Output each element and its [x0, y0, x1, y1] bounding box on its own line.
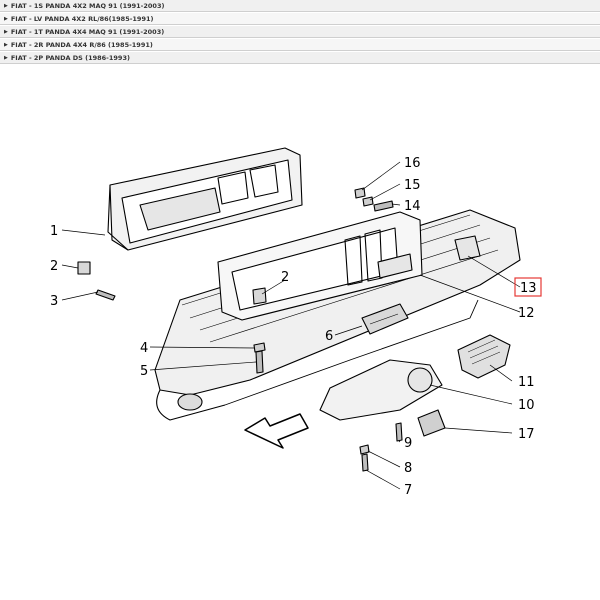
air-vent: [457, 334, 511, 379]
expand-arrow-icon: ▶: [4, 28, 8, 35]
callout-1[interactable]: 1: [50, 224, 58, 239]
model-row[interactable]: ▶ FIAT - LV PANDA 4X2 RL/86(1985-1991): [0, 13, 600, 25]
callout-17[interactable]: 17: [518, 427, 535, 442]
model-list: ▶ FIAT - 1S PANDA 4X2 MAQ 91 (1991-2003)…: [0, 0, 600, 65]
clip-2-left: [77, 261, 91, 275]
clip-part: [454, 235, 481, 261]
model-row[interactable]: ▶ FIAT - 2R PANDA 4X4 R/86 (1985-1991): [0, 39, 600, 51]
callout-12[interactable]: 12: [518, 306, 535, 321]
callout-11[interactable]: 11: [518, 375, 535, 390]
screw-7: [361, 453, 369, 472]
clip-2-center: [252, 287, 267, 305]
screw-16: [354, 187, 366, 199]
callout-2-center[interactable]: 2: [281, 270, 289, 285]
small-cap: [417, 409, 446, 437]
expand-arrow-icon: ▶: [4, 15, 8, 22]
air-duct: [319, 359, 443, 421]
callout-10[interactable]: 10: [518, 398, 535, 413]
callout-6[interactable]: 6: [325, 329, 333, 344]
expand-arrow-icon: ▶: [4, 2, 8, 9]
direction-arrow: [244, 413, 309, 449]
callout-8[interactable]: 8: [404, 461, 412, 476]
screw-9: [395, 422, 403, 442]
instrument-housing: [217, 211, 423, 321]
model-row[interactable]: ▶ FIAT - 2P PANDA DS (1986-1993): [0, 52, 600, 64]
washer-8: [359, 444, 370, 455]
expand-arrow-icon: ▶: [4, 41, 8, 48]
model-label: FIAT - LV PANDA 4X2 RL/86(1985-1991): [10, 14, 154, 23]
model-row[interactable]: ▶ FIAT - 1S PANDA 4X2 MAQ 91 (1991-2003): [0, 0, 600, 12]
model-row[interactable]: ▶ FIAT - 1T PANDA 4X4 MAQ 91 (1991-2003): [0, 26, 600, 38]
screw-5: [255, 350, 264, 374]
expand-arrow-icon: ▶: [4, 54, 8, 61]
callout-4[interactable]: 4: [140, 341, 148, 356]
washer-15: [362, 196, 374, 207]
callout-9[interactable]: 9: [404, 436, 412, 451]
callout-16[interactable]: 16: [404, 156, 421, 171]
model-label: FIAT - 2P PANDA DS (1986-1993): [10, 53, 130, 62]
connector-block: [361, 303, 409, 335]
model-label: FIAT - 1T PANDA 4X4 MAQ 91 (1991-2003): [10, 27, 165, 36]
callout-14[interactable]: 14: [404, 199, 421, 214]
screw-14: [373, 200, 394, 212]
callout-15[interactable]: 15: [404, 178, 421, 193]
callout-13[interactable]: 13: [520, 281, 537, 296]
model-label: FIAT - 2R PANDA 4X4 R/86 (1985-1991): [10, 40, 153, 49]
callout-7[interactable]: 7: [404, 483, 412, 498]
callout-13-highlight: [514, 277, 542, 297]
callout-2-left[interactable]: 2: [50, 259, 58, 274]
screw-3: [95, 289, 116, 301]
washer-4: [253, 342, 266, 353]
callout-3[interactable]: 3: [50, 294, 58, 309]
model-label: FIAT - 1S PANDA 4X2 MAQ 91 (1991-2003): [10, 1, 165, 10]
bezel-part: [107, 147, 303, 251]
callout-5[interactable]: 5: [140, 364, 148, 379]
